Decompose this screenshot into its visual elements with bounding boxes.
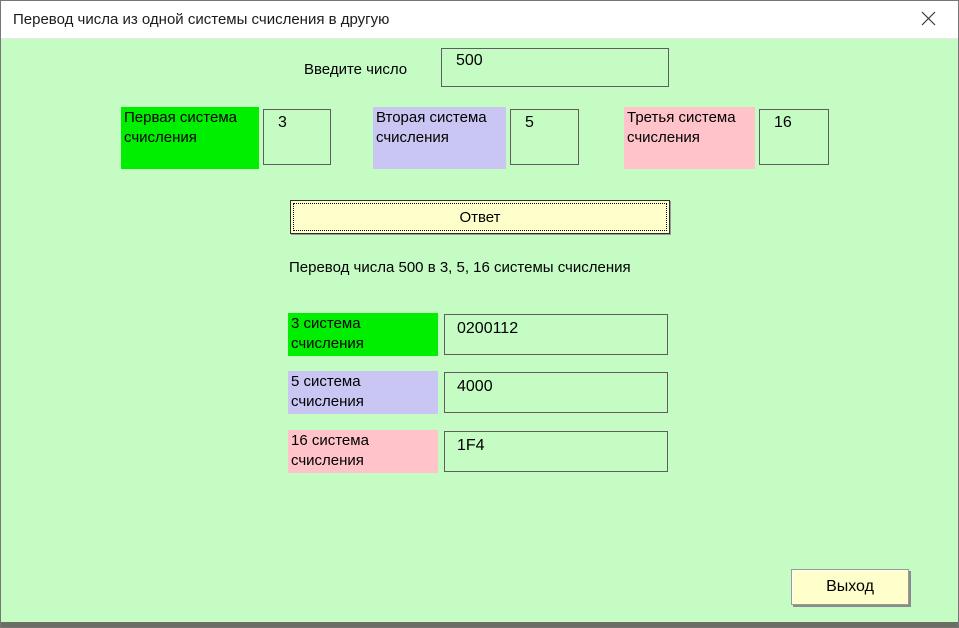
result-2-value[interactable] [444, 372, 668, 413]
number-input[interactable] [441, 48, 669, 87]
result-1-label: 3 система счисления [288, 313, 438, 356]
close-icon [921, 11, 936, 29]
window-bottom-edge [1, 622, 958, 627]
result-2-label: 5 система счисления [288, 371, 438, 414]
system-3-label: Третья система счисления [624, 107, 755, 169]
result-3-label: 16 система счисления [288, 430, 438, 473]
system-2-label: Вторая система счисления [373, 107, 506, 169]
answer-button[interactable]: Ответ [290, 200, 670, 234]
system-1-label: Первая система счисления [121, 107, 259, 169]
exit-button[interactable]: Выход [791, 569, 909, 605]
result-3-value[interactable] [444, 431, 668, 472]
system-1-input[interactable] [263, 109, 331, 165]
system-2-input[interactable] [510, 109, 579, 165]
close-button[interactable] [906, 1, 950, 38]
system-3-input[interactable] [759, 109, 829, 165]
titlebar: Перевод числа из одной системы счисления… [1, 1, 958, 39]
result-1-value[interactable] [444, 314, 668, 355]
enter-number-label: Введите число [304, 61, 408, 78]
conversion-summary: Перевод числа 500 в 3, 5, 16 системы счи… [289, 259, 631, 276]
window-title: Перевод числа из одной системы счисления… [13, 11, 390, 28]
